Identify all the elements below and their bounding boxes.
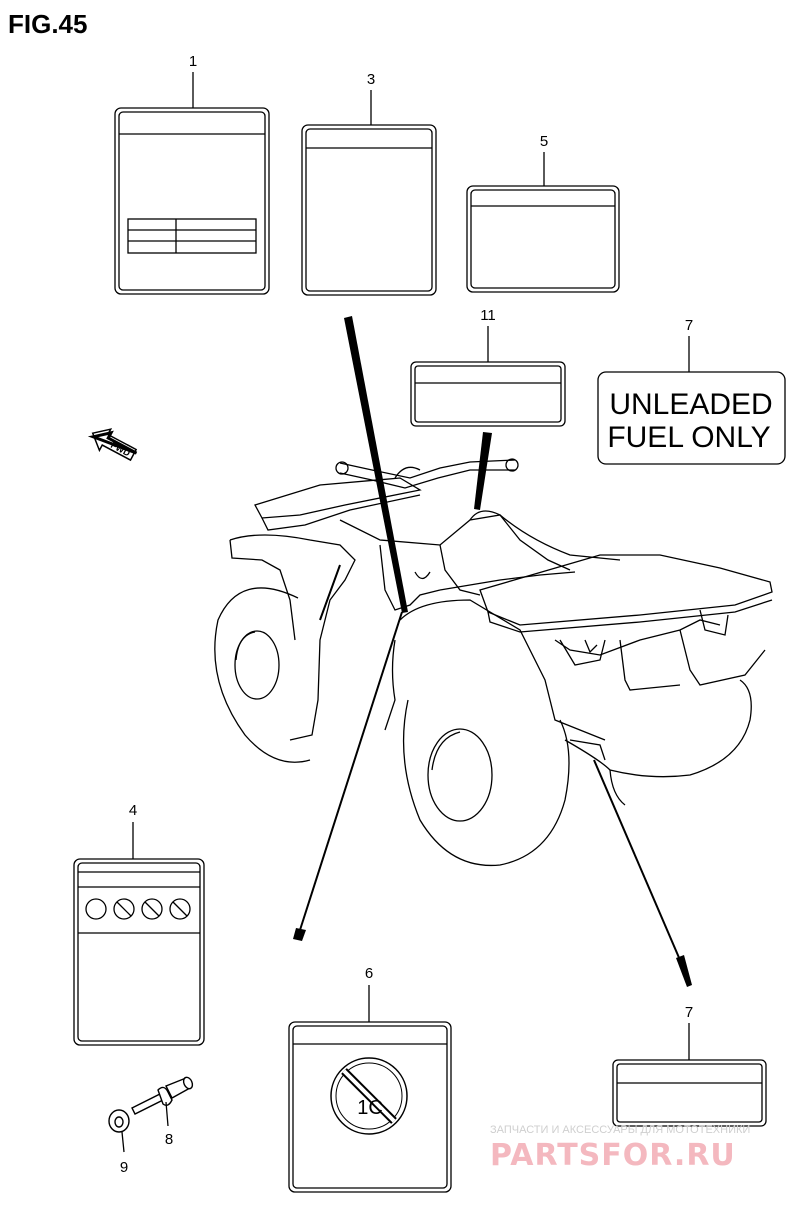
- prohibition-icon: [330, 1057, 408, 1135]
- label-1[interactable]: [114, 107, 270, 295]
- washer-part[interactable]: [108, 1109, 130, 1133]
- callout-1: 1: [189, 53, 197, 70]
- label-11[interactable]: [410, 361, 566, 427]
- callout-4: 4: [129, 802, 137, 819]
- watermark-tagline: ЗАПЧАСТИ И АКСЕССУАРЫ ДЛЯ МОТОТЕХНИКИ: [490, 1124, 750, 1136]
- label-4-circle-icon: [85, 898, 107, 920]
- watermark-brand: PARTSFOR.RU: [490, 1138, 736, 1173]
- svg-text:1C: 1C: [357, 1097, 383, 1119]
- label-5[interactable]: [466, 185, 620, 293]
- fwd-arrow-icon: FWD: [87, 428, 138, 462]
- label-4-circle-icon: [141, 898, 163, 920]
- label-4-prohibited-icon: [113, 898, 135, 920]
- callout-11: 11: [480, 307, 496, 324]
- label-7-unleaded[interactable]: UNLEADED FUEL ONLY: [597, 371, 786, 465]
- callout-9: 9: [120, 1159, 128, 1176]
- unleaded-line2: FUEL ONLY: [607, 421, 770, 454]
- rivet-part[interactable]: [131, 1076, 194, 1115]
- figure-title: FIG.45: [8, 9, 87, 39]
- watermark: ЗАПЧАСТИ И АКСЕССУАРЫ ДЛЯ МОТОТЕХНИКИ PA…: [490, 1124, 750, 1173]
- callout-6: 6: [365, 965, 373, 982]
- callout-3: 3: [367, 71, 375, 88]
- label-4[interactable]: [73, 858, 205, 1046]
- label-6[interactable]: 1C: [288, 1021, 452, 1193]
- label-4-circle-icon: [169, 898, 191, 920]
- callout-5: 5: [540, 133, 548, 150]
- label-3[interactable]: [301, 124, 437, 296]
- callout-7-bottom: 7: [685, 1004, 693, 1021]
- callout-8: 8: [165, 1131, 173, 1148]
- atv-illustration: [214, 458, 773, 867]
- pointer-lines: [293, 316, 692, 987]
- unleaded-line1: UNLEADED: [609, 388, 772, 421]
- label-7-bottom[interactable]: [612, 1059, 767, 1127]
- callout-7-top: 7: [685, 317, 693, 334]
